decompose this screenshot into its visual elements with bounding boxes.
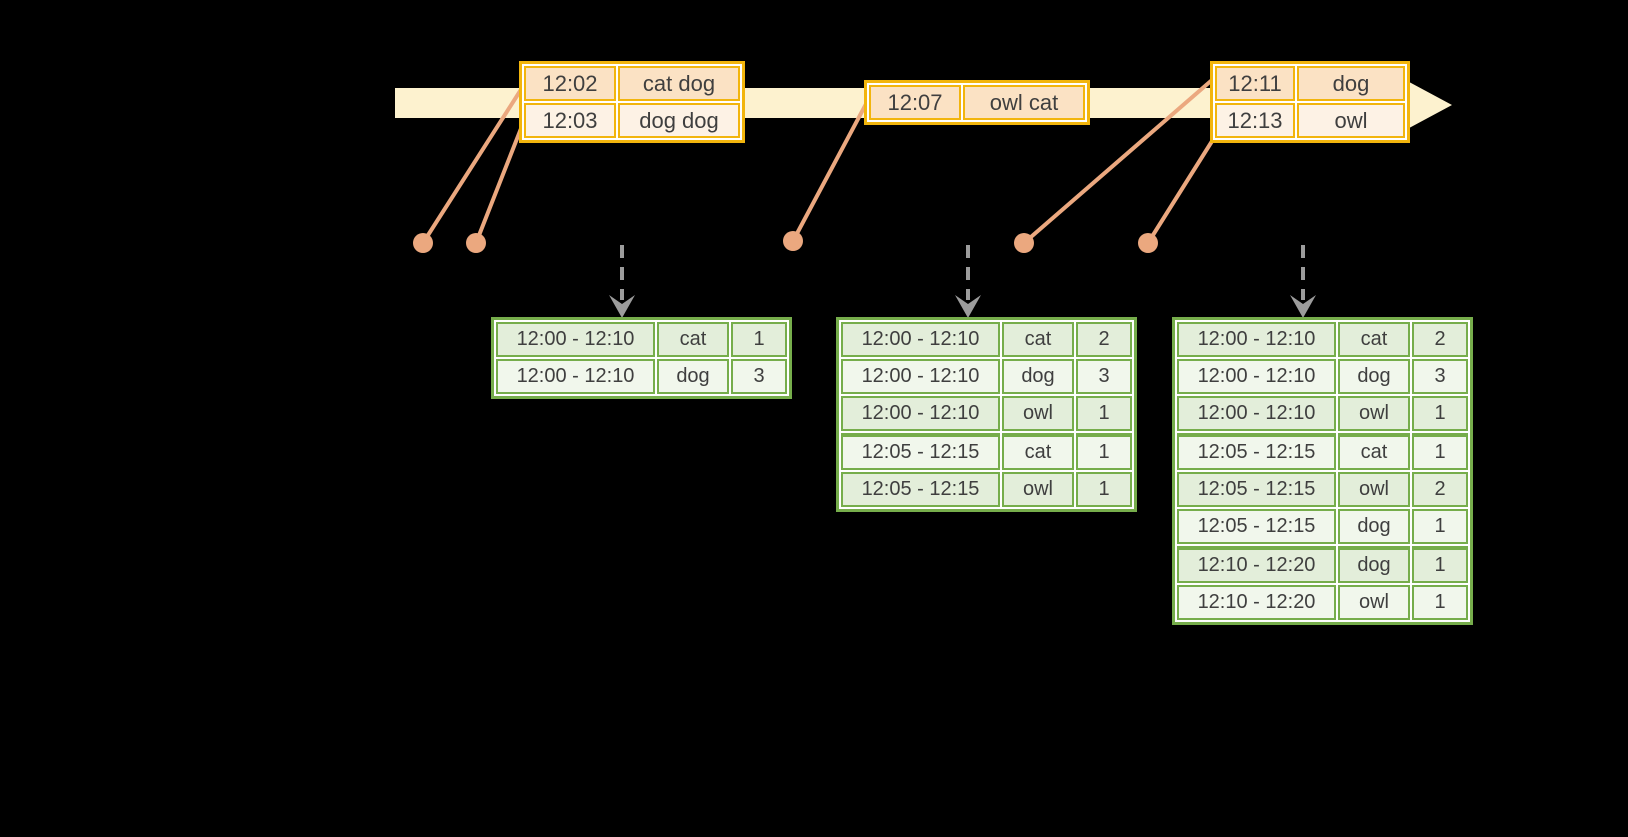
count-cell: 1 [1412,585,1468,620]
window-cell: 12:05 - 12:15 [1177,433,1336,470]
event-connector-line [1146,136,1216,245]
window-cell: 12:00 - 12:10 [1177,359,1336,394]
window-cell: 12:00 - 12:10 [841,322,1000,357]
words-cell: dog [1297,66,1405,101]
window-cell: 12:05 - 12:15 [841,433,1000,470]
count-cell: 1 [1412,433,1468,470]
count-cell: 1 [1412,546,1468,583]
count-cell: 3 [731,359,787,394]
arrowhead-icon [1290,295,1316,318]
arrowhead-icon [609,295,635,318]
word-cell: dog [1338,359,1410,394]
event-connector-line [791,102,868,243]
window-cell: 12:00 - 12:10 [841,396,1000,431]
count-cell: 1 [1412,509,1468,544]
word-cell: cat [1002,322,1074,357]
word-cell: dog [1002,359,1074,394]
window-cell: 12:05 - 12:15 [1177,509,1336,544]
count-cell: 3 [1412,359,1468,394]
count-cell: 1 [1076,433,1132,470]
count-cell: 2 [1076,322,1132,357]
time-cell: 12:03 [524,103,616,138]
trigger-arrow [609,245,635,318]
word-cell: cat [1002,433,1074,470]
count-cell: 3 [1076,359,1132,394]
words-cell: dog dog [618,103,740,138]
window-cell: 12:10 - 12:20 [1177,585,1336,620]
event-dot [413,233,433,253]
window-cell: 12:05 - 12:15 [841,472,1000,507]
event-connector-line [474,124,524,245]
count-cell: 1 [1412,396,1468,431]
event-connector-line [421,86,524,245]
count-cell: 1 [1076,396,1132,431]
word-cell: owl [1002,472,1074,507]
word-cell: owl [1338,396,1410,431]
event-connector-line [1022,78,1214,245]
word-cell: dog [1338,509,1410,544]
count-cell: 2 [1412,322,1468,357]
words-cell: owl [1297,103,1405,138]
words-cell: cat dog [618,66,740,101]
count-cell: 1 [731,322,787,357]
window-cell: 12:00 - 12:10 [1177,396,1336,431]
word-cell: cat [1338,433,1410,470]
word-cell: owl [1002,396,1074,431]
window-cell: 12:00 - 12:10 [496,322,655,357]
count-cell: 1 [1076,472,1132,507]
time-cell: 12:07 [869,85,961,120]
event-dot [783,231,803,251]
event-dot [1014,233,1034,253]
words-cell: owl cat [963,85,1085,120]
word-cell: owl [1338,585,1410,620]
arrowhead-icon [955,295,981,318]
time-cell: 12:02 [524,66,616,101]
window-cell: 12:10 - 12:20 [1177,546,1336,583]
time-cell: 12:13 [1215,103,1295,138]
word-cell: cat [657,322,729,357]
count-cell: 2 [1412,472,1468,507]
time-cell: 12:11 [1215,66,1295,101]
window-cell: 12:00 - 12:10 [496,359,655,394]
word-cell: owl [1338,472,1410,507]
event-dot [1138,233,1158,253]
word-cell: dog [1338,546,1410,583]
event-dot [466,233,486,253]
word-cell: cat [1338,322,1410,357]
trigger-arrow [955,245,981,318]
trigger-arrow [1290,245,1316,318]
window-cell: 12:00 - 12:10 [841,359,1000,394]
window-cell: 12:00 - 12:10 [1177,322,1336,357]
word-cell: dog [657,359,729,394]
window-cell: 12:05 - 12:15 [1177,472,1336,507]
